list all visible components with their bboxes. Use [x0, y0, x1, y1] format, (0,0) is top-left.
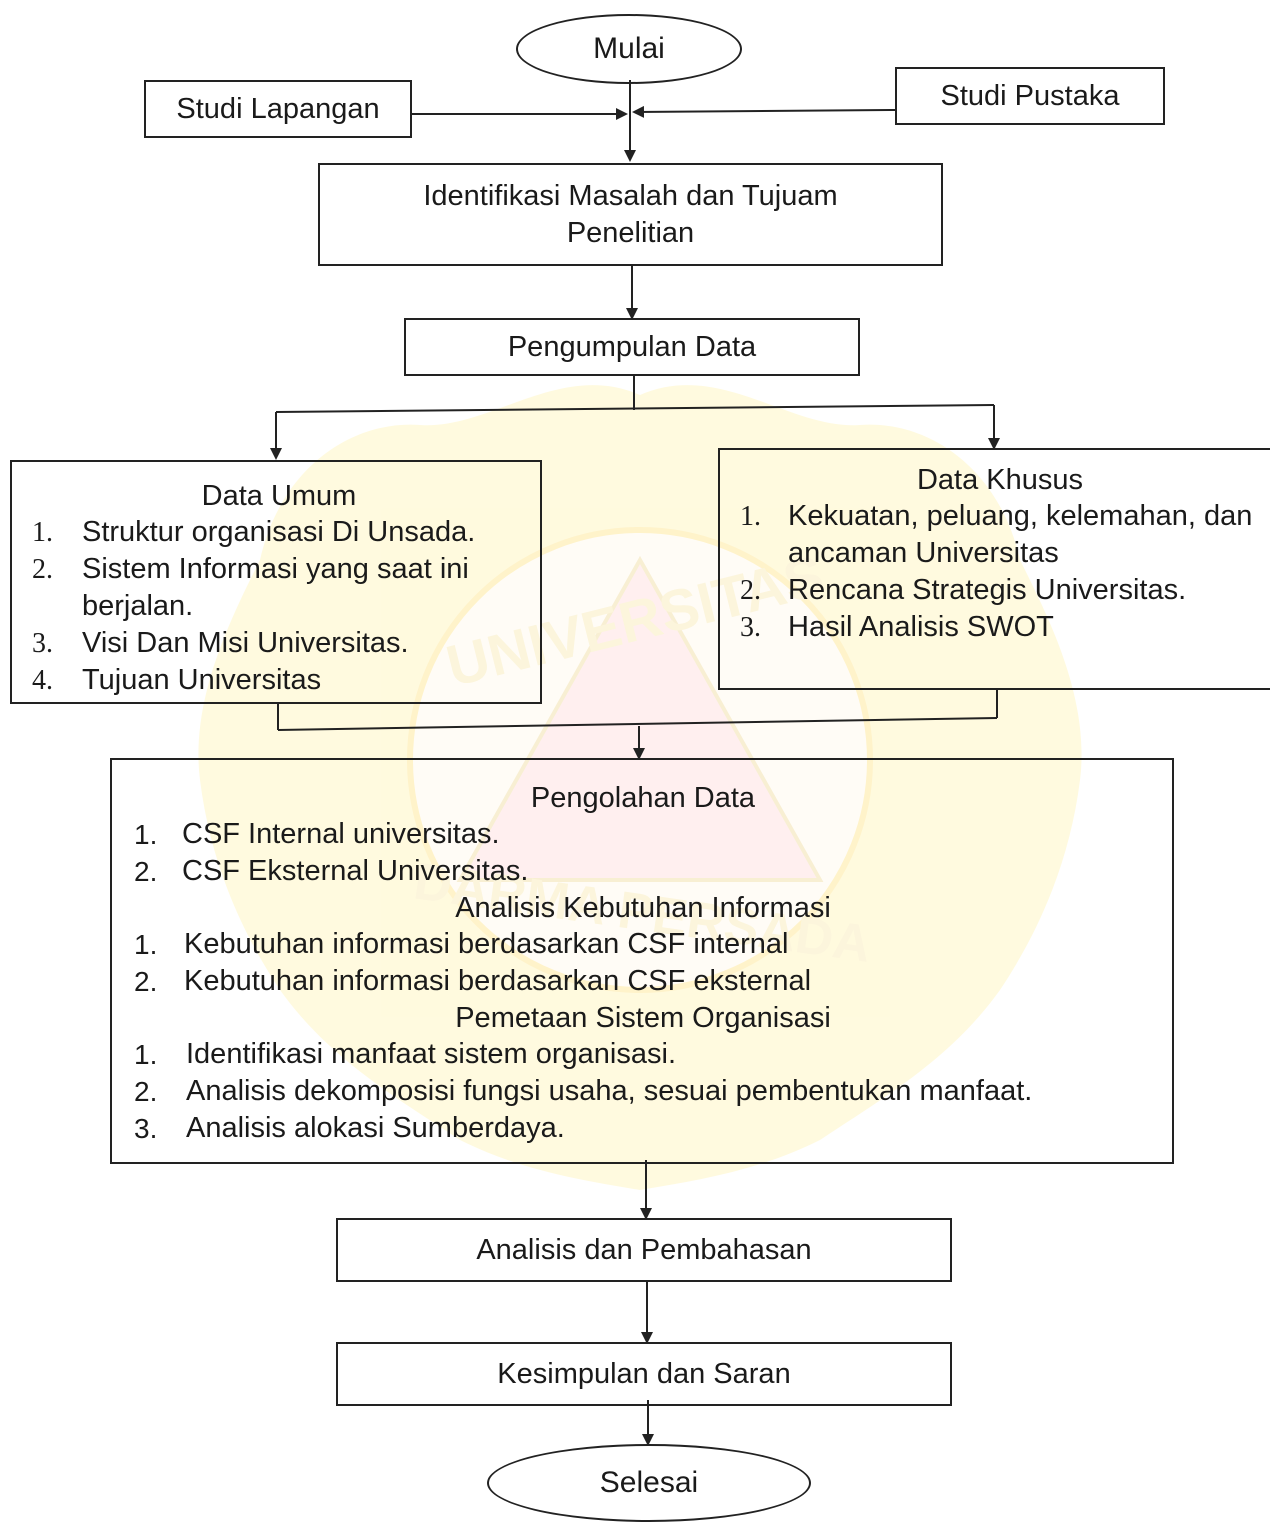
item-number: 2.	[134, 856, 158, 887]
data-umum-box: Data Umum 1. Struktur organisasi Di Unsad…	[10, 460, 542, 704]
item-number: 3.	[134, 1113, 158, 1144]
list-item: 3. Hasil Analisis SWOT	[740, 609, 1260, 646]
list-item: 1. Kekuatan, peluang, kelemahan, dan anca…	[740, 498, 1260, 572]
item-text: Hasil Analisis SWOT	[788, 611, 1054, 643]
list-item: 1. Kebutuhan informasi berdasarkan CSF in…	[134, 926, 1152, 963]
item-number: 4.	[32, 665, 53, 696]
end-label: Selesai	[599, 1466, 699, 1499]
item-text: Kebutuhan informasi berdasarkan CSF ekst…	[184, 965, 812, 997]
kesimpulan-box: Kesimpulan dan Saran	[336, 1342, 952, 1406]
csf-list: 1. CSF Internal universitas. 2. CSF Ekster…	[134, 816, 1152, 890]
list-item: 3. Visi Dan Misi Universitas.	[32, 625, 526, 662]
studi-pustaka-label: Studi Pustaka	[940, 79, 1120, 112]
item-number: 3.	[32, 628, 53, 659]
identifikasi-box: Identifikasi Masalah dan Tujuam Peneliti…	[318, 163, 943, 266]
list-item: 1. Identifikasi manfaat sistem organisasi…	[134, 1036, 1152, 1073]
item-number: 2.	[134, 1076, 158, 1107]
item-text: Identifikasi manfaat sistem organisasi.	[186, 1038, 676, 1070]
analisis-kebutuhan-title: Analisis Kebutuhan Informasi	[455, 892, 831, 924]
item-number: 1.	[134, 929, 158, 960]
data-umum-list: 1. Struktur organisasi Di Unsada. 2. Siste…	[32, 514, 526, 699]
item-text: Visi Dan Misi Universitas.	[82, 627, 409, 659]
pengumpulan-box: Pengumpulan Data	[404, 318, 860, 376]
pemetaan-title: Pemetaan Sistem Organisasi	[455, 1002, 831, 1034]
item-text: Kebutuhan informasi berdasarkan CSF inte…	[184, 928, 789, 960]
list-item: 2. Sistem Informasi yang saat ini berjala…	[32, 551, 526, 625]
item-number: 1.	[740, 501, 761, 532]
pengolahan-title: Pengolahan Data	[530, 782, 756, 814]
item-text: CSF Eksternal Universitas.	[182, 855, 529, 887]
analisis-pembahasan-label: Analisis dan Pembahasan	[476, 1233, 812, 1266]
data-khusus-box: Data Khusus 1. Kekuatan, peluang, kelemah…	[718, 448, 1270, 690]
item-text: Struktur organisasi Di Unsada.	[82, 516, 476, 548]
pengolahan-box: Pengolahan Data 1. CSF Internal universit…	[110, 758, 1174, 1164]
item-number: 1.	[32, 517, 53, 548]
item-number: 3.	[740, 612, 761, 643]
list-item: 2. Rencana Strategis Universitas.	[740, 572, 1260, 609]
item-text: Analisis alokasi Sumberdaya.	[186, 1112, 565, 1144]
data-khusus-title: Data Khusus	[916, 464, 1084, 496]
item-number: 1.	[134, 1039, 158, 1070]
item-text: Kekuatan, peluang, kelemahan, dan ancama…	[788, 500, 1253, 569]
analisis-pembahasan-box: Analisis dan Pembahasan	[336, 1218, 952, 1282]
list-item: 2. Analisis dekomposisi fungsi usaha, ses…	[134, 1073, 1152, 1110]
start-terminal: Mulai	[516, 14, 742, 84]
connectors	[270, 80, 1000, 1446]
identifikasi-label: Identifikasi Masalah dan Tujuam Peneliti…	[423, 180, 838, 249]
list-item: 2. Kebutuhan informasi berdasarkan CSF ek…	[134, 963, 1152, 1000]
data-khusus-list: 1. Kekuatan, peluang, kelemahan, dan anca…	[740, 498, 1260, 646]
kesimpulan-label: Kesimpulan dan Saran	[497, 1357, 791, 1390]
studi-lapangan-label: Studi Lapangan	[176, 92, 380, 125]
end-terminal: Selesai	[487, 1444, 811, 1522]
list-item: 2. CSF Eksternal Universitas.	[134, 853, 1152, 890]
analisis-list: 1. Kebutuhan informasi berdasarkan CSF in…	[134, 926, 1152, 1000]
pengumpulan-label: Pengumpulan Data	[507, 330, 757, 363]
list-item: 3. Analisis alokasi Sumberdaya.	[134, 1110, 1152, 1147]
item-number: 2.	[134, 966, 158, 997]
item-text: Analisis dekomposisi fungsi usaha, sesua…	[186, 1075, 1033, 1107]
item-text: CSF Internal universitas.	[182, 818, 500, 850]
pemetaan-list: 1. Identifikasi manfaat sistem organisasi…	[134, 1036, 1152, 1147]
studi-lapangan-box: Studi Lapangan	[144, 80, 412, 138]
studi-pustaka-box: Studi Pustaka	[895, 67, 1165, 125]
item-number: 2.	[740, 575, 761, 606]
start-label: Mulai	[593, 32, 665, 65]
item-number: 2.	[32, 554, 53, 585]
list-item: 1. Struktur organisasi Di Unsada.	[32, 514, 526, 551]
item-text: Rencana Strategis Universitas.	[788, 574, 1187, 606]
item-text: Sistem Informasi yang saat ini berjalan.	[82, 553, 469, 622]
list-item: 4. Tujuan Universitas	[32, 662, 526, 699]
university-seal-watermark: UNIVERSITAS DARMA PERSADA	[198, 385, 1082, 1191]
data-umum-title: Data Umum	[201, 480, 357, 512]
list-item: 1. CSF Internal universitas.	[134, 816, 1152, 853]
item-text: Tujuan Universitas	[82, 664, 322, 696]
item-number: 1.	[134, 819, 158, 850]
